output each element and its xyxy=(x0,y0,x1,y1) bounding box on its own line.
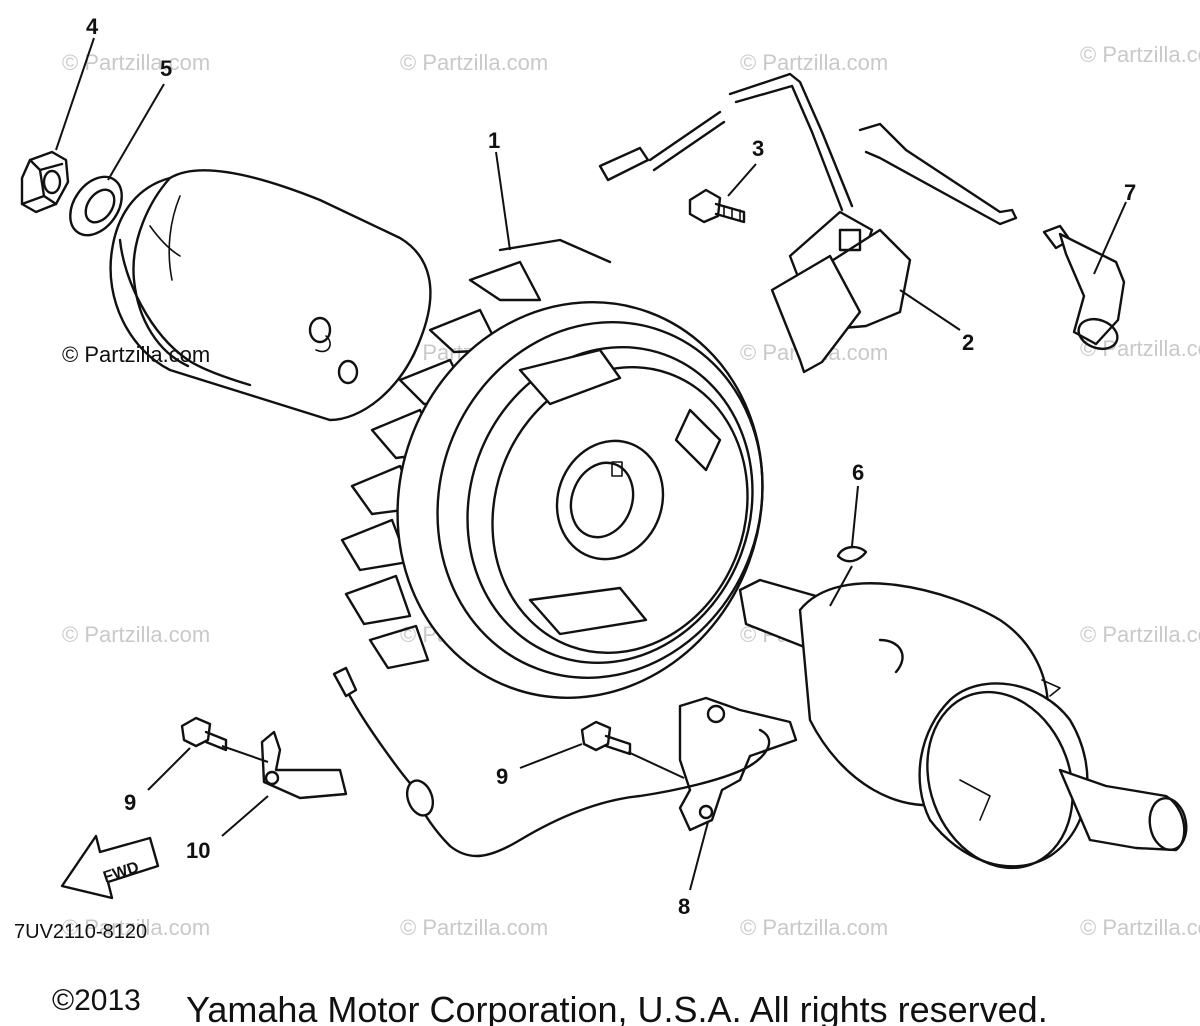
callout-9-left: 9 xyxy=(124,790,136,815)
flywheel-part-1 xyxy=(340,238,764,699)
watermark-3: © Partzilla.com xyxy=(740,50,888,75)
washer-part-5 xyxy=(69,175,123,237)
callout-10: 10 xyxy=(186,838,210,863)
spark-plug-cap-part-7 xyxy=(1042,224,1126,351)
watermark-15: © Partzilla.com xyxy=(1080,915,1200,940)
watermark-13: © Partzilla.com xyxy=(400,915,548,940)
side-watermark: © Partzilla.com xyxy=(62,342,210,367)
reference-code: 7UV2110-8120 xyxy=(14,921,147,943)
watermark-2: © Partzilla.com xyxy=(400,50,548,75)
copyright-text: Yamaha Motor Corporation, U.S.A. All rig… xyxy=(186,989,1048,1026)
callout-4: 4 xyxy=(86,14,99,39)
watermark-8: © Partzilla.com xyxy=(62,622,210,647)
callouts: 4 5 1 3 7 2 6 9 9 10 8 xyxy=(86,14,1136,919)
callout-9-right: 9 xyxy=(496,764,508,789)
copyright-year: ©2013 xyxy=(52,984,141,1017)
leader-lines xyxy=(55,37,1127,891)
callout-3: 3 xyxy=(752,136,764,161)
watermark-12: © Partzilla.com xyxy=(62,915,210,940)
watermark-11: © Partzilla.com xyxy=(1080,622,1200,647)
bracket-part-10 xyxy=(260,730,348,800)
bolt-part-3 xyxy=(688,188,746,224)
starter-cup xyxy=(109,169,432,422)
bolt-part-9-left xyxy=(180,716,228,752)
callout-8: 8 xyxy=(678,894,690,919)
callout-7: 7 xyxy=(1124,180,1136,205)
woodruff-key-part-6 xyxy=(836,545,868,563)
crankshaft xyxy=(738,578,1188,870)
pulser-coil-part-8 xyxy=(332,666,798,858)
watermark-1: © Partzilla.com xyxy=(62,50,210,75)
fwd-arrow: FWD xyxy=(60,834,160,900)
callout-2: 2 xyxy=(962,330,974,355)
callout-6: 6 xyxy=(852,460,864,485)
callout-5: 5 xyxy=(160,56,172,81)
watermark-4: © Partzilla.com xyxy=(1080,42,1200,67)
bolt-part-9-right xyxy=(580,720,632,756)
watermark-14: © Partzilla.com xyxy=(740,915,888,940)
callout-1: 1 xyxy=(488,128,500,153)
ignition-coil-part-2 xyxy=(598,72,1018,374)
nut-part-4 xyxy=(20,150,70,214)
